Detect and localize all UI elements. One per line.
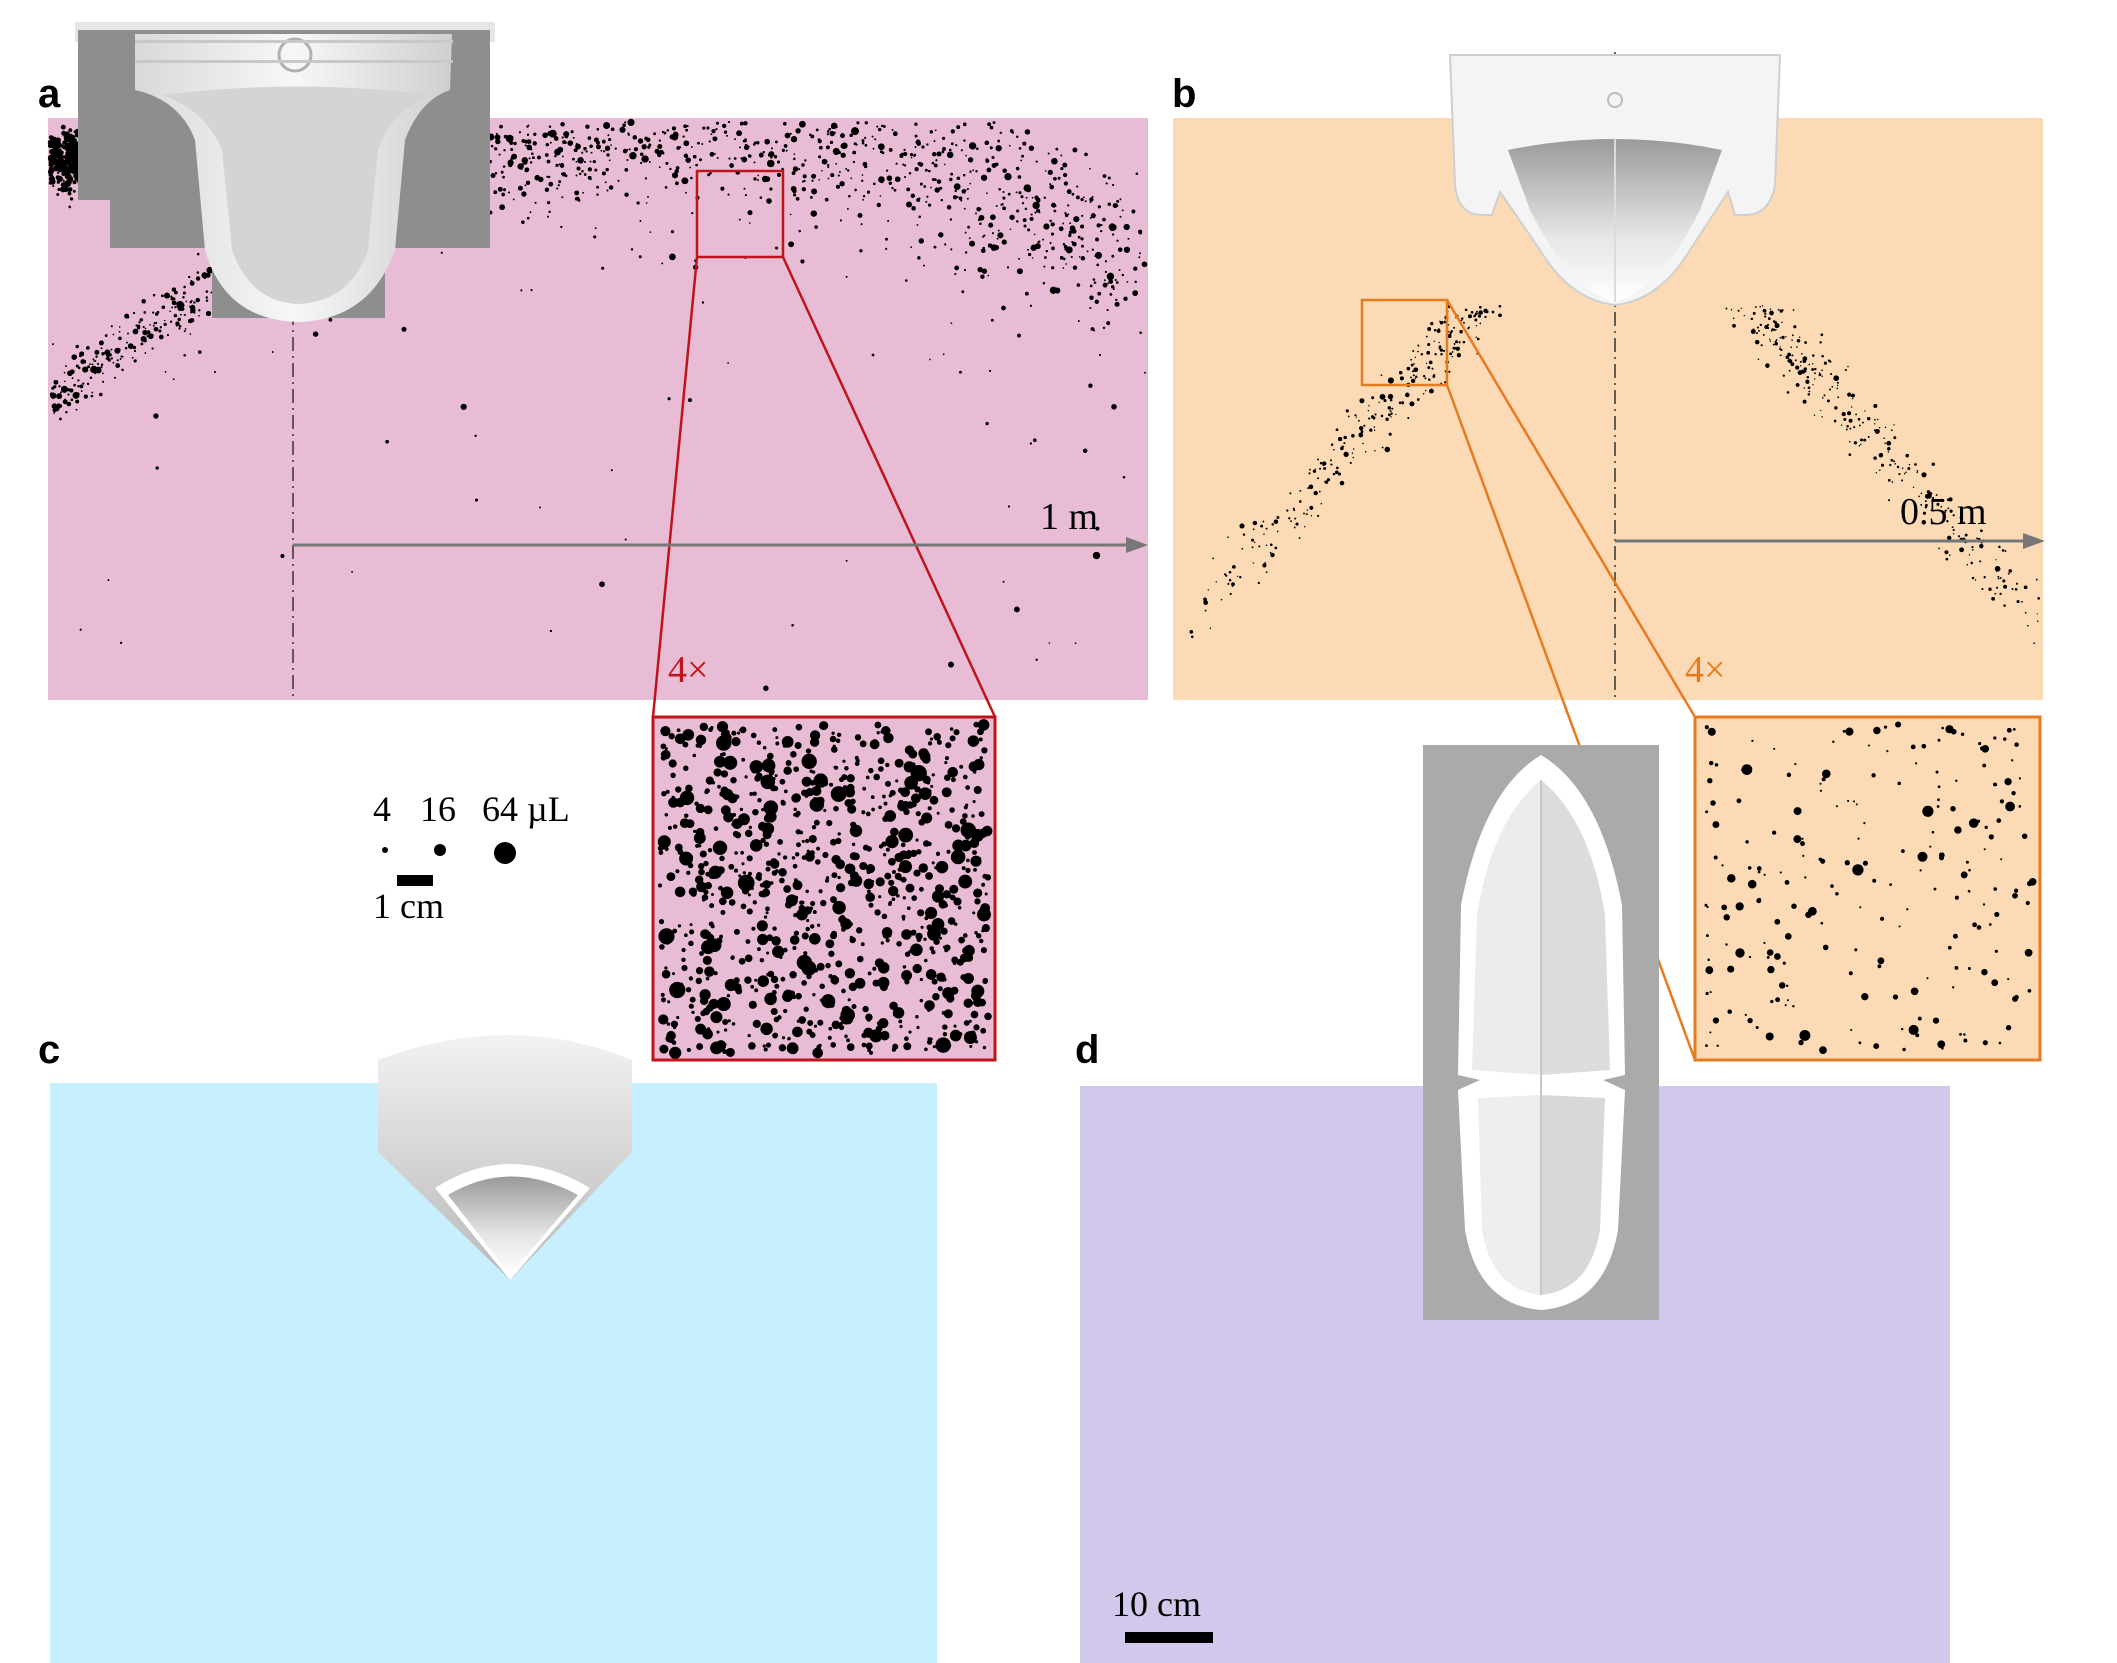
panel-a-zoom-connector-left — [651, 256, 699, 718]
panel-b-inset-background — [1695, 717, 2040, 1060]
panel-a-inset-frame — [651, 715, 997, 1062]
panel-a-zoom-region — [695, 169, 785, 259]
legend-volume-4: 4 — [373, 789, 391, 829]
legend-dot-16uL — [434, 844, 446, 856]
legend-dot-4uL — [382, 847, 388, 853]
legend-scale-label: 1 cm — [373, 886, 444, 926]
panel-label-c: c — [38, 1028, 61, 1072]
panel-a-arrow-head — [1126, 537, 1148, 553]
legend-dot-64uL — [494, 842, 516, 864]
panel-d-scale-bar — [1125, 1632, 1213, 1643]
panel-label-d: d — [1075, 1028, 1100, 1072]
panel-a-distance-label: 1 m — [1040, 496, 1099, 538]
panel-a-zoom-label: 4× — [668, 649, 709, 691]
urinal-d-icon — [1423, 745, 1659, 1320]
panel-a-inset-droplets — [657, 719, 993, 1059]
panel-label-b: b — [1172, 72, 1197, 116]
panel-b-zoom-connector-left — [1445, 299, 1697, 718]
panel-label-a: a — [38, 72, 61, 116]
panel-b-zoom-region — [1360, 298, 1449, 387]
urinal-a-icon — [75, 22, 495, 322]
panel-b-distance-label: 0.5 m — [1900, 491, 1987, 533]
panel-b-inset-frame — [1693, 715, 2042, 1062]
legend-scale-bar — [397, 875, 433, 886]
panel-b-arrow-head — [2023, 533, 2045, 549]
panel-b-zoom-label: 4× — [1685, 649, 1726, 691]
panel-a-zoom-connector-right — [781, 256, 997, 718]
urinal-c-icon — [378, 1035, 632, 1280]
panel-b-inset-droplets — [1704, 721, 2037, 1054]
legend-volume-16: 16 — [420, 789, 456, 829]
panel-d-scale-label: 10 cm — [1112, 1584, 1201, 1624]
urinal-b-icon — [1448, 54, 1782, 307]
legend-volume-64: 64 µL — [482, 789, 570, 829]
